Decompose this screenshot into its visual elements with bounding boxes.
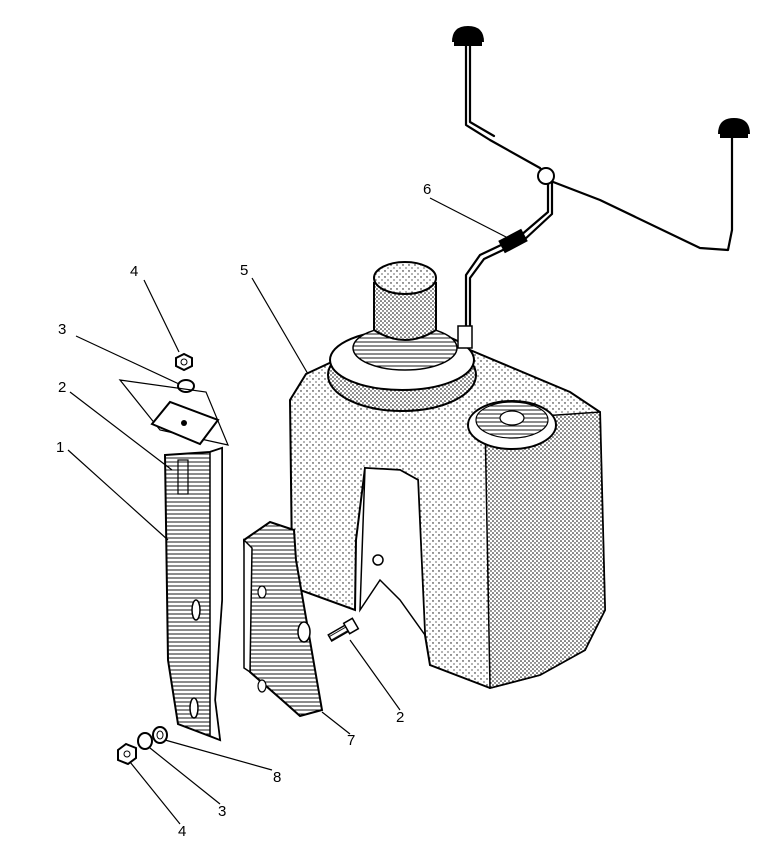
callout-2-top: 2 [58,379,66,396]
leader-4-top [143,279,180,353]
callout-2-bottom: 2 [396,709,404,726]
callout-1: 1 [56,439,64,456]
flat-washer-bottom [152,726,168,744]
support-bracket [242,520,324,718]
nozzle-right [718,118,750,138]
leader-lines [67,197,509,825]
leader-6 [429,197,509,239]
leader-8 [164,739,273,771]
callout-3-top: 3 [58,321,66,338]
lock-washer-top [177,379,195,393]
leader-3-top [75,335,180,385]
leader-1 [67,449,169,541]
callout-5: 5 [240,262,248,279]
leader-2-bottom [349,639,401,711]
washer-tubing-assembly [464,38,734,332]
leader-7 [321,711,351,735]
leader-3-bottom [149,747,221,805]
callout-4-top: 4 [130,263,138,280]
callout-4-bottom: 4 [178,823,186,840]
leader-4-bottom [129,761,181,825]
nut-bottom [117,742,137,766]
nozzle-left [452,26,484,46]
leader-5 [251,277,309,375]
washer-reservoir-tank [288,261,607,690]
callout-labels: 4 3 2 1 5 6 2 7 8 3 4 [56,181,431,840]
nut-top [175,352,193,372]
callout-7: 7 [347,732,355,749]
callout-6: 6 [423,181,431,198]
callout-3-bottom: 3 [218,803,226,820]
bracket-plate [150,400,220,446]
callout-8: 8 [273,769,281,786]
bolt [327,617,360,642]
lock-washer-bottom [137,732,153,750]
leader-2-top [69,391,173,471]
